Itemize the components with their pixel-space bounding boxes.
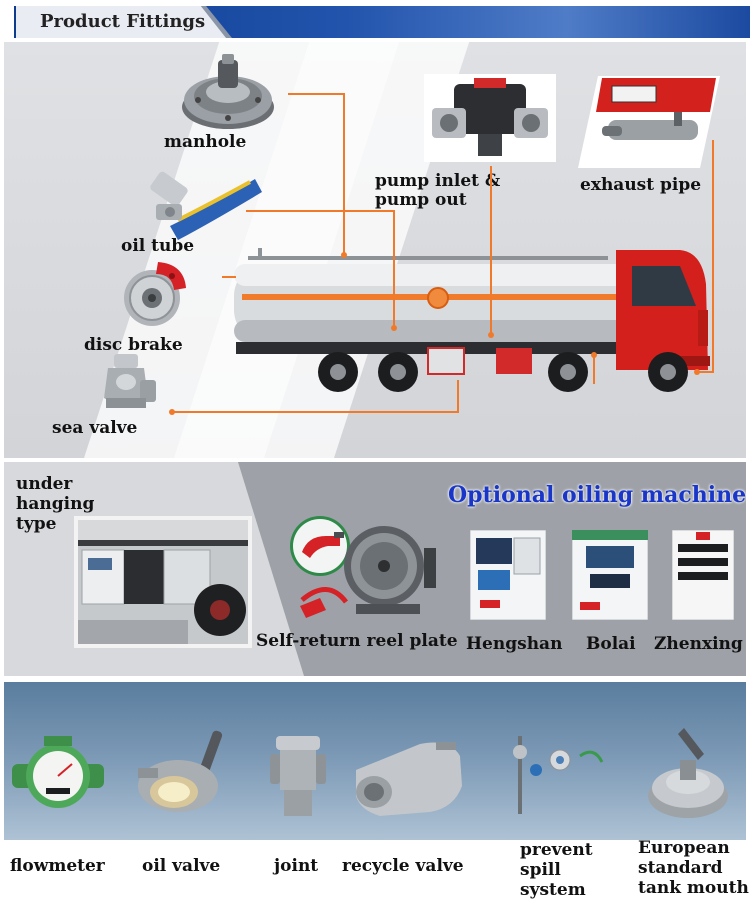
oil-valve-image xyxy=(138,730,223,812)
lead-line xyxy=(393,210,395,328)
euro-tank-mouth-image xyxy=(648,728,728,818)
lead-line xyxy=(172,411,458,413)
exhaust-pipe-image xyxy=(578,76,720,168)
zhenxing-machine-image xyxy=(672,530,734,620)
oil-valve-label: oil valve xyxy=(142,856,221,876)
euro-tank-mouth-label: European standard tank mouth xyxy=(638,838,749,898)
lead-line xyxy=(712,140,714,372)
lead-line xyxy=(698,371,714,373)
oil-tube-label: oil tube xyxy=(121,236,195,256)
lead-line xyxy=(222,276,236,278)
optional-machine-title: Optional oiling machine xyxy=(448,482,747,508)
pump-image xyxy=(424,74,556,162)
flowmeter-label: flowmeter xyxy=(10,856,105,876)
machine-bolai-label: Bolai xyxy=(586,634,636,654)
bolai-machine-image xyxy=(572,530,648,620)
manhole-label: manhole xyxy=(164,132,247,152)
hengshan-machine-image xyxy=(470,530,546,620)
machine-zhenxing-label: Zhenxing xyxy=(654,634,743,654)
disc-brake-image xyxy=(124,262,186,326)
tanker-truck-image xyxy=(234,248,710,392)
manhole-image xyxy=(182,54,274,129)
spill-system-image xyxy=(513,736,604,814)
under-hanging-label: under hanging type xyxy=(16,474,95,534)
pump-label: pump inlet & pump out xyxy=(375,171,501,210)
flowmeter-image xyxy=(12,736,104,808)
machine-hengshan-label: Hengshan xyxy=(466,634,563,654)
recycle-valve-image xyxy=(356,742,462,816)
header-tab xyxy=(16,6,226,38)
lead-line xyxy=(288,93,344,95)
lead-line xyxy=(457,380,459,413)
lead-line xyxy=(343,93,345,255)
under-hanging-image xyxy=(74,516,252,648)
oil-tube-image xyxy=(150,171,262,240)
joint-label: joint xyxy=(274,856,319,876)
reel-image xyxy=(300,526,436,618)
header: Product Fittings xyxy=(0,0,750,40)
sea-valve-label: sea valve xyxy=(52,418,138,438)
lead-line xyxy=(246,210,394,212)
reel-label: Self-return reel plate xyxy=(256,631,458,651)
nozzle-image xyxy=(290,516,350,576)
lead-line xyxy=(593,354,595,384)
recycle-valve-label: recycle valve xyxy=(342,856,464,876)
lead-line xyxy=(490,166,492,334)
joint-image xyxy=(270,736,326,816)
disc-brake-label: disc brake xyxy=(84,335,183,355)
sea-valve-image xyxy=(104,354,156,408)
page-title: Product Fittings xyxy=(40,11,206,32)
exhaust-pipe-label: exhaust pipe xyxy=(580,175,702,195)
spill-system-label: prevent spill system xyxy=(520,840,593,900)
